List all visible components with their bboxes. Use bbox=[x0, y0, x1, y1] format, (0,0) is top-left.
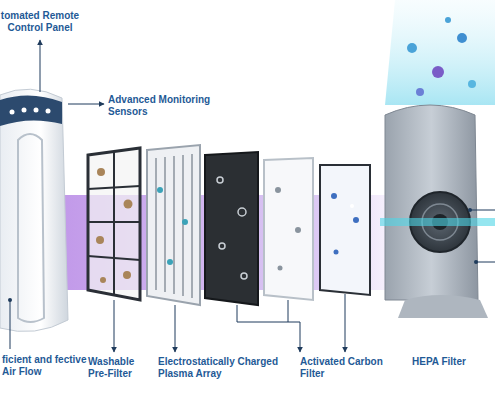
slat bbox=[155, 158, 157, 290]
particle bbox=[167, 259, 173, 265]
leader-line bbox=[470, 210, 495, 211]
slat bbox=[164, 157, 166, 292]
leader-dot bbox=[474, 260, 478, 264]
particle bbox=[445, 17, 451, 23]
particle bbox=[275, 187, 281, 193]
leader-line bbox=[345, 294, 346, 352]
particle bbox=[432, 66, 444, 78]
hepa-filter bbox=[320, 165, 370, 295]
leader-line bbox=[476, 262, 495, 263]
particle bbox=[217, 177, 223, 183]
slat bbox=[173, 156, 175, 294]
panel-icon bbox=[46, 109, 51, 114]
part-label: Activated Carbon Filter bbox=[300, 356, 395, 380]
part-label: Washable Pre-Filter bbox=[88, 356, 150, 380]
particle bbox=[295, 227, 301, 233]
plasma-particles bbox=[157, 187, 188, 265]
particle bbox=[124, 200, 133, 209]
leader-line bbox=[288, 300, 289, 322]
back-housing bbox=[385, 105, 478, 300]
leader-lines bbox=[10, 40, 495, 352]
housing-stand bbox=[398, 295, 488, 318]
particle bbox=[123, 271, 131, 279]
leader-dot bbox=[8, 298, 12, 302]
control-panel bbox=[0, 95, 62, 126]
front-housing bbox=[0, 89, 68, 331]
leader-line bbox=[40, 40, 41, 92]
particle bbox=[468, 80, 476, 88]
clean-air-particles bbox=[407, 17, 476, 96]
leader-line bbox=[10, 300, 11, 349]
particle bbox=[334, 250, 339, 255]
cyan-beam bbox=[380, 218, 495, 226]
carbon-particles bbox=[217, 177, 247, 279]
leader-line bbox=[114, 300, 115, 352]
part-label: Advanced Monitoring Sensors bbox=[108, 94, 218, 118]
leader-line bbox=[175, 305, 176, 352]
part-label: tomated Remote Control Panel bbox=[0, 10, 80, 34]
carbon-filter-frame bbox=[264, 158, 313, 300]
grid-line bbox=[88, 221, 140, 223]
particle bbox=[331, 193, 337, 199]
particle bbox=[238, 208, 246, 216]
particle bbox=[278, 266, 283, 271]
hepa-particles bbox=[331, 193, 359, 255]
panel-icon bbox=[34, 108, 39, 113]
dust-particles bbox=[96, 168, 133, 283]
pre-filter bbox=[88, 148, 140, 300]
particle bbox=[350, 204, 354, 208]
particle bbox=[457, 33, 467, 43]
leader-line bbox=[237, 305, 300, 352]
plasma-slats bbox=[156, 154, 192, 298]
particle bbox=[407, 43, 417, 53]
panel-icon bbox=[22, 108, 27, 113]
particle bbox=[219, 243, 225, 249]
grid-line bbox=[88, 186, 140, 189]
filter-particles bbox=[275, 187, 301, 271]
slat bbox=[182, 155, 184, 296]
housing-groove bbox=[18, 134, 44, 322]
leader-line bbox=[68, 104, 104, 105]
panel-icon bbox=[10, 110, 15, 115]
part-label: HEPA Filter bbox=[412, 356, 487, 368]
carbon-filter bbox=[205, 152, 258, 305]
plasma-array bbox=[147, 145, 200, 305]
particle bbox=[157, 187, 163, 193]
particle bbox=[353, 217, 359, 223]
particle bbox=[96, 236, 104, 244]
part-label: ficient and fective Air Flow bbox=[2, 354, 87, 378]
particle bbox=[416, 88, 424, 96]
clean-air-rays bbox=[385, 0, 495, 105]
particle bbox=[182, 219, 188, 225]
grid-line bbox=[88, 256, 140, 260]
part-label: Electrostatically Charged Plasma Array bbox=[158, 356, 283, 380]
pre-filter-grid bbox=[88, 151, 140, 295]
particle bbox=[100, 277, 106, 283]
particle bbox=[97, 168, 105, 176]
leader-dot bbox=[468, 208, 472, 212]
particle bbox=[241, 273, 247, 279]
panel-icons bbox=[10, 108, 51, 115]
slat bbox=[191, 154, 193, 298]
